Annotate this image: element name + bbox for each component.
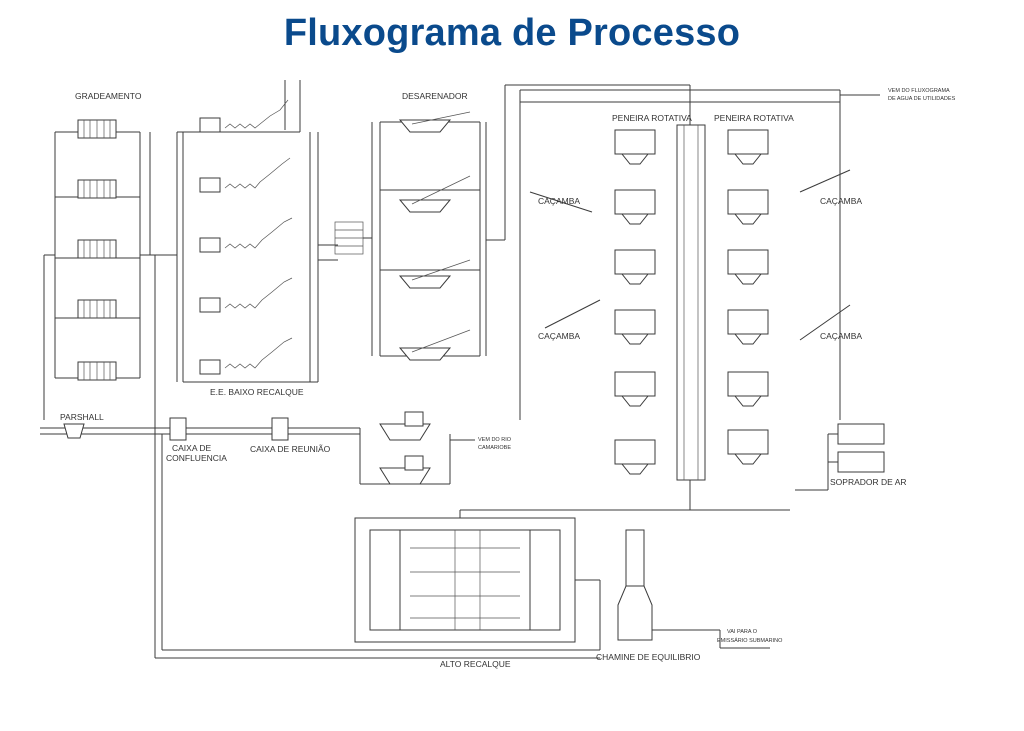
desarenador-section: DESARENADOR xyxy=(334,84,690,361)
pump-screw xyxy=(199,217,293,253)
pump-screw xyxy=(199,277,293,313)
alto-recalque-label: ALTO RECALQUE xyxy=(440,659,511,669)
rotary-screen-left xyxy=(614,371,656,407)
fluxograma-label-2: DE AGUA DE UTILIDADES xyxy=(888,96,956,102)
rotary-screen-right xyxy=(727,129,769,165)
rio-label-2: CAMARIOBE xyxy=(478,445,511,451)
confluencia-label-2: CONFLUENCIA xyxy=(166,453,227,463)
rotary-screen-right xyxy=(727,249,769,285)
rotary-screen-right xyxy=(727,371,769,407)
soprador-label: SOPRADOR DE AR xyxy=(830,477,907,487)
cacamba-label-1: CAÇAMBA xyxy=(538,196,580,206)
reuniao-label: CAIXA DE REUNIÃO xyxy=(250,444,331,454)
rotary-screen-left xyxy=(614,439,656,475)
grit-chamber xyxy=(398,175,471,213)
pump-screw xyxy=(199,157,291,193)
screen-unit xyxy=(77,119,117,139)
pump-screw xyxy=(199,99,289,133)
chamine-label: CHAMINE DE EQUILIBRIO xyxy=(596,652,701,662)
gradeamento-section: GRADEAMENTO xyxy=(43,91,155,420)
alto-recalque-inner xyxy=(369,529,561,631)
gradeamento-label: GRADEAMENTO xyxy=(75,91,142,101)
peneira-left-label: PENEIRA ROTATIVA xyxy=(612,113,692,123)
rotary-screen-right xyxy=(727,309,769,345)
alto-recalque-section: ALTO RECALQUE xyxy=(354,517,601,669)
parshall-label: PARSHALL xyxy=(60,412,104,422)
rotary-screen-right xyxy=(727,189,769,225)
grit-chamber xyxy=(398,111,471,133)
alto-recalque-outer xyxy=(354,517,576,643)
screen-unit xyxy=(77,179,117,199)
reuniao-box xyxy=(271,417,289,441)
confluencia-label-1: CAIXA DE xyxy=(172,443,212,453)
screen-unit xyxy=(77,239,117,259)
conveyor xyxy=(799,169,851,193)
intake-unit xyxy=(379,411,431,441)
lower-flow-section: PARSHALL CAIXA DE CONFLUENCIA CAIXA DE R… xyxy=(40,255,600,659)
soprador-section: SOPRADOR DE AR xyxy=(827,423,907,490)
cacamba-label-4: CAÇAMBA xyxy=(820,331,862,341)
grit-chamber xyxy=(398,329,471,361)
rotary-screen-left xyxy=(614,249,656,285)
grit-chamber xyxy=(398,259,471,289)
chamine-section: CHAMINE DE EQUILIBRIO VAI PARA O EMISSÁR… xyxy=(596,529,783,662)
peneira-right-label: PENEIRA ROTATIVA xyxy=(714,113,794,123)
parshall-flume xyxy=(63,423,85,439)
cacamba-label-2: CAÇAMBA xyxy=(820,196,862,206)
pump-screw xyxy=(199,337,293,375)
cacamba-label-3: CAÇAMBA xyxy=(538,331,580,341)
conveyor xyxy=(544,299,601,329)
screen-unit xyxy=(77,361,117,381)
rotary-screen-left xyxy=(614,309,656,345)
rio-label-1: VEM DO RIO xyxy=(478,437,512,443)
rotary-screen-right xyxy=(727,429,769,465)
peneira-section: PENEIRA ROTATIVA PENEIRA ROTATIVA CAÇAMB… xyxy=(459,85,956,518)
conveyor xyxy=(529,191,593,213)
blower xyxy=(837,423,885,445)
fluxograma-label-1: VEM DO FLUXOGRAMA xyxy=(888,88,950,94)
confluencia-box xyxy=(169,417,187,441)
intake-unit xyxy=(379,455,431,485)
rotary-screen-left xyxy=(614,129,656,165)
central-channel xyxy=(676,124,706,481)
emissario-label-2: EMISSÁRIO SUBMARINO xyxy=(717,637,783,644)
screen-unit xyxy=(77,299,117,319)
conveyor xyxy=(799,304,851,341)
baixo-recalque-section: E.E. BAIXO RECALQUE xyxy=(155,80,338,397)
emissario-label-1: VAI PARA O xyxy=(727,629,758,635)
baixo-recalque-label: E.E. BAIXO RECALQUE xyxy=(210,387,304,397)
blower xyxy=(837,451,885,473)
desarenador-label: DESARENADOR xyxy=(402,91,468,101)
page-title: Fluxograma de Processo xyxy=(283,12,741,54)
rotary-screen-left xyxy=(614,189,656,225)
